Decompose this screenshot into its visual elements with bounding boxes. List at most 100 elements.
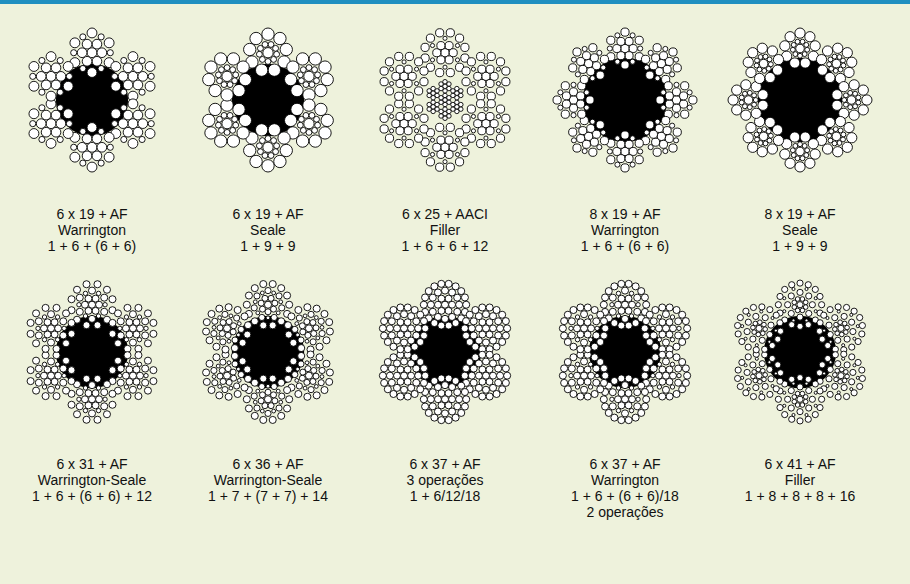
wire	[841, 132, 846, 137]
wire	[797, 289, 803, 295]
wire	[48, 386, 55, 393]
wire	[670, 372, 677, 379]
wire	[212, 325, 216, 329]
wire	[46, 71, 56, 81]
wire	[803, 395, 808, 400]
wire	[390, 82, 394, 86]
wire	[420, 125, 428, 133]
wire	[600, 332, 607, 339]
wire	[265, 136, 271, 142]
wire	[220, 378, 226, 384]
wire	[213, 343, 220, 350]
wire	[431, 377, 438, 384]
wire	[284, 405, 291, 412]
wire	[92, 39, 102, 49]
wire	[593, 332, 600, 339]
wire	[254, 405, 260, 411]
wire	[684, 325, 691, 332]
wire	[85, 390, 92, 397]
wire	[629, 45, 637, 53]
wire	[55, 385, 59, 389]
wire	[232, 116, 238, 122]
wire	[39, 89, 45, 95]
wire	[385, 58, 393, 66]
wire	[445, 322, 452, 329]
wire	[408, 72, 416, 80]
wire	[299, 375, 305, 381]
wire	[420, 301, 427, 308]
wire	[601, 65, 606, 70]
wire	[625, 322, 632, 329]
wire	[272, 409, 276, 413]
wire	[789, 322, 795, 328]
wire	[573, 48, 581, 56]
wire	[226, 379, 232, 385]
wire	[625, 375, 632, 382]
wire	[575, 123, 580, 128]
wire	[318, 318, 324, 324]
wire	[42, 304, 49, 311]
wire	[94, 281, 101, 288]
wire	[46, 138, 56, 148]
wire	[842, 357, 845, 360]
rope-section	[735, 280, 866, 424]
wire	[384, 386, 391, 393]
wire	[479, 393, 486, 400]
wire	[244, 144, 256, 156]
wire	[137, 337, 141, 341]
wire	[482, 339, 489, 346]
wire	[144, 340, 151, 347]
wire	[305, 325, 312, 332]
wire	[600, 55, 608, 63]
wire	[793, 143, 798, 148]
wire	[634, 308, 641, 315]
rope-caption: 6 x 37 + AF	[409, 456, 480, 472]
wire	[564, 338, 571, 345]
wire	[427, 301, 434, 308]
wire	[300, 67, 306, 73]
wire	[641, 403, 648, 410]
wire	[445, 136, 453, 144]
wire	[422, 325, 429, 332]
wire	[798, 53, 803, 58]
wire	[652, 138, 660, 146]
wire	[279, 393, 285, 399]
fiber-core	[764, 316, 836, 388]
wire	[553, 96, 561, 104]
wire	[745, 354, 751, 360]
wire	[819, 336, 825, 342]
wire	[496, 105, 504, 113]
wire	[438, 280, 445, 287]
wire	[436, 68, 444, 76]
wire	[569, 326, 573, 330]
wire	[268, 403, 274, 409]
wire	[561, 318, 568, 325]
wire	[615, 162, 620, 167]
rope-caption: Warrington-Seale	[38, 472, 146, 488]
wire	[746, 122, 756, 132]
wire	[789, 416, 795, 422]
wire	[602, 294, 609, 301]
wire	[835, 394, 841, 400]
wire	[396, 112, 404, 120]
wire	[621, 164, 629, 172]
fiber-core	[758, 58, 842, 142]
wire	[421, 43, 429, 51]
wire	[245, 292, 252, 299]
wire	[455, 158, 463, 166]
wire	[437, 136, 445, 144]
wire	[674, 57, 679, 62]
wire	[212, 380, 218, 386]
wire	[402, 107, 406, 111]
wire	[109, 296, 116, 303]
wire	[760, 310, 763, 313]
wire	[51, 331, 58, 338]
wire	[561, 379, 568, 386]
wire	[756, 373, 762, 379]
wire	[751, 325, 756, 330]
wire	[417, 311, 424, 318]
wire	[455, 152, 459, 156]
wire	[60, 332, 67, 339]
wire	[304, 393, 311, 400]
wire	[405, 52, 413, 60]
